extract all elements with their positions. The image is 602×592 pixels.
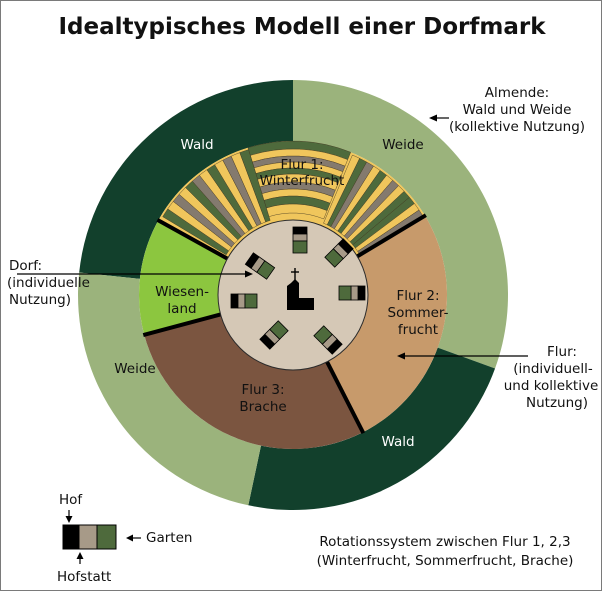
almende-line-1: Almende: bbox=[485, 85, 549, 101]
flur-ring bbox=[139, 140, 447, 449]
footnote-line-1: Rotationssystem zwischen Flur 1, 2,3 bbox=[319, 534, 570, 550]
legend-hof-label: Hof bbox=[59, 492, 83, 508]
church-icon bbox=[287, 268, 314, 310]
footnote-line-2: (Winterfrucht, Sommerfrucht, Brache) bbox=[317, 553, 574, 569]
flur2-sommerfrucht-segment bbox=[327, 215, 447, 433]
label-weide-top: Weide bbox=[382, 137, 424, 153]
annotation-dorf: Dorf: (individuelle Nutzung) bbox=[7, 258, 253, 308]
annotation-almende: Almende: Wald und Weide (kollektive Nutz… bbox=[429, 85, 585, 135]
label-flur1: Flur 1: Winterfrucht bbox=[260, 157, 345, 189]
wiesenland-line-1: Wiesen- bbox=[155, 284, 209, 300]
legend-hof-swatch bbox=[62, 524, 80, 550]
farmsteads bbox=[230, 226, 366, 355]
wald-segment-top-left bbox=[79, 80, 293, 279]
dorf-village bbox=[217, 219, 369, 371]
allmende-ring bbox=[77, 80, 508, 510]
page-title: Idealtypisches Modell einer Dorfmark bbox=[58, 14, 546, 40]
weide-segment-right bbox=[293, 80, 508, 369]
flur-line-2: (individuell- bbox=[513, 361, 593, 377]
flur-arrow-icon bbox=[397, 352, 405, 360]
segment-dividers bbox=[142, 213, 427, 435]
farmstead-6 bbox=[244, 252, 276, 280]
flur2-line-1: Flur 2: bbox=[396, 288, 439, 304]
label-flur2: Flur 2: Sommer- frucht bbox=[388, 288, 449, 338]
dorf-line-3: Nutzung) bbox=[9, 292, 71, 308]
flur1-inner-band-4 bbox=[266, 203, 328, 220]
legend-garten-label: Garten bbox=[146, 530, 192, 546]
label-flur3: Flur 3: Brache bbox=[239, 382, 286, 415]
dorf-arrow-icon bbox=[245, 270, 253, 278]
legend: Hof Garten Hofstatt bbox=[57, 492, 192, 585]
label-wald-top: Wald bbox=[180, 137, 213, 153]
flur3-brache-segment bbox=[144, 314, 363, 449]
farmstead-0 bbox=[292, 226, 308, 254]
flur3-line-1: Flur 3: bbox=[241, 382, 284, 398]
flur-line-3: und kollektive bbox=[504, 378, 599, 394]
label-weide-left: Weide bbox=[114, 361, 156, 377]
flur2-line-2: Sommer- bbox=[388, 305, 449, 321]
almende-line-2: Wald und Weide bbox=[463, 102, 572, 118]
annotation-flur: Flur: (individuell- und kollektive Nutzu… bbox=[397, 344, 598, 411]
footnote: Rotationssystem zwischen Flur 1, 2,3 (Wi… bbox=[317, 534, 574, 569]
flur3-line-2: Brache bbox=[239, 399, 286, 415]
flur-line-4: Nutzung) bbox=[526, 395, 588, 411]
label-wiesenland: Wiesen- land bbox=[155, 284, 209, 317]
flur2-line-3: frucht bbox=[398, 322, 438, 338]
legend-hofstatt-arrow-icon bbox=[76, 552, 84, 559]
dorf-line-2: (individuelle bbox=[7, 275, 90, 291]
legend-hof-arrow-icon bbox=[65, 516, 73, 523]
segment-divider-0 bbox=[356, 213, 427, 259]
farmstead-3 bbox=[313, 325, 343, 355]
flur1-line-1: Flur 1: bbox=[280, 157, 323, 173]
weide-segment-left bbox=[77, 272, 261, 506]
legend-hofstatt-swatch bbox=[78, 524, 98, 550]
dorf-line-1: Dorf: bbox=[9, 258, 42, 274]
farmstead-4 bbox=[259, 320, 289, 350]
flur1-wedge-left-11 bbox=[239, 149, 271, 223]
legend-hofstatt-label: Hofstatt bbox=[57, 569, 111, 585]
flur1-strips bbox=[158, 140, 426, 259]
legend-garten-arrow-icon bbox=[126, 534, 133, 542]
flur1-line-2: Winterfrucht bbox=[260, 173, 345, 189]
flur-line-1: Flur: bbox=[547, 344, 577, 360]
wald-segment-bottom-right bbox=[248, 347, 496, 510]
farmstead-2 bbox=[338, 285, 366, 301]
wiesenland-line-2: land bbox=[167, 301, 196, 317]
almende-arrow-icon bbox=[429, 114, 437, 122]
wiesenland-segment bbox=[139, 220, 228, 335]
label-wald-bottom: Wald bbox=[381, 434, 414, 450]
farmstead-1 bbox=[324, 238, 354, 268]
legend-garten-swatch bbox=[96, 524, 117, 550]
almende-line-3: (kollektive Nutzung) bbox=[449, 119, 585, 135]
segment-divider-3 bbox=[156, 218, 229, 261]
farmstead-5 bbox=[230, 293, 258, 309]
segment-divider-2 bbox=[142, 312, 222, 338]
segment-divider-1 bbox=[325, 360, 366, 435]
